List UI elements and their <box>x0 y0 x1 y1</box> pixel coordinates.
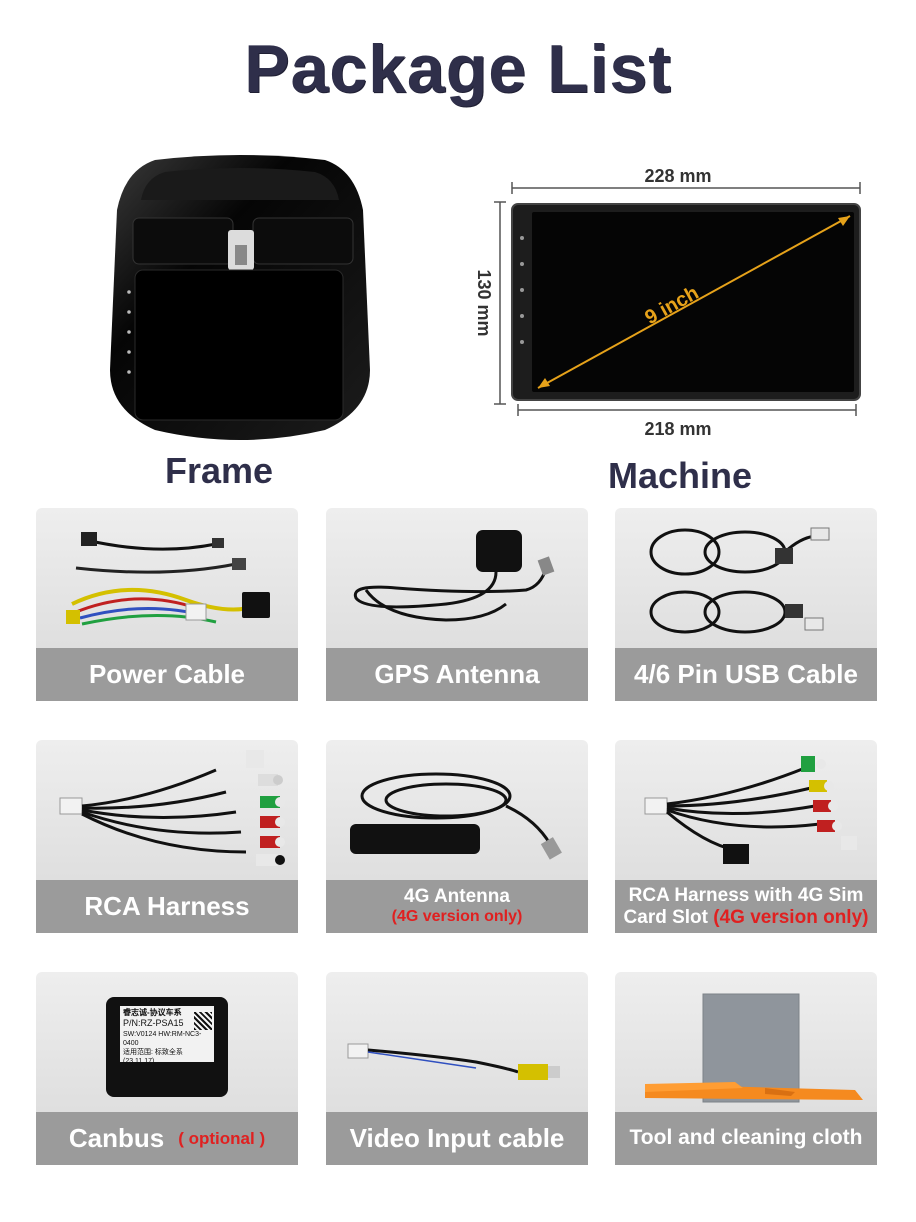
tool-cloth-image <box>645 993 863 1103</box>
canbus-line2: P/N:RZ-PSA15 <box>123 1018 184 1029</box>
item-label: Power Cable <box>88 658 246 689</box>
item-label: GPS Antenna <box>374 658 540 689</box>
video-input-cable-image <box>347 1043 560 1080</box>
item-label: Canbus <box>68 1122 165 1153</box>
canbus-line4: 适用范围: 标致全系 (23.11.17) <box>123 1049 183 1062</box>
height-dim: 130 mm <box>474 269 494 336</box>
item-note: ( optional ) <box>178 1128 266 1148</box>
item-card-video-input-cable: Video Input cable <box>326 972 588 1165</box>
page-title: Package List <box>244 31 672 107</box>
item-bar: RCA Harness with 4G Sim Card Slot (4G ve… <box>615 880 877 933</box>
canbus-line3: SW:V0124 HW:RM-NC3-0400 <box>123 1031 202 1048</box>
width-bottom-dim: 218 mm <box>644 419 711 439</box>
item-label: RCA Harness <box>84 890 250 921</box>
item-note: (4G version only) <box>391 908 523 926</box>
machine-label: Machine <box>608 455 753 496</box>
item-card-4g-antenna: 4G Antenna (4G version only) <box>326 740 588 933</box>
usb-cable-image <box>649 527 830 634</box>
item-card-usb-cable: 4/6 Pin USB Cable <box>615 508 877 701</box>
canbus-line1: 睿志诚-协议车系 <box>123 1008 182 1017</box>
rca-harness-4g-image <box>644 756 857 864</box>
item-bar: GPS Antenna <box>326 648 588 701</box>
item-bar: RCA Harness <box>36 880 298 933</box>
item-card-tool-cloth: Tool and cleaning cloth <box>615 972 877 1165</box>
item-label-line2: Card Slot <box>623 906 708 928</box>
item-label: Tool and cleaning cloth <box>629 1126 863 1150</box>
machine-image: 228 mm 130 mm 9 inch 218 mm <box>470 160 880 450</box>
power-cable-image <box>66 532 270 626</box>
item-bar: 4/6 Pin USB Cable <box>615 648 877 701</box>
item-bar: Tool and cleaning cloth <box>615 1112 877 1165</box>
item-bar: Video Input cable <box>326 1112 588 1165</box>
frame-label: Frame <box>165 450 274 491</box>
item-card-rca-harness: RCA Harness <box>36 740 298 933</box>
item-label: 4/6 Pin USB Cable <box>634 658 858 689</box>
item-note: (4G version only) <box>713 906 869 928</box>
item-card-rca-harness-4g: RCA Harness with 4G Sim Card Slot (4G ve… <box>615 740 877 933</box>
gps-antenna-image <box>353 530 555 622</box>
canbus-image: 睿志诚-协议车系 P/N:RZ-PSA15 SW:V0124 HW:RM-NC3… <box>36 972 298 1112</box>
item-card-gps-antenna: GPS Antenna <box>326 508 588 701</box>
item-label: Video Input cable <box>349 1122 565 1153</box>
rca-harness-image <box>59 750 285 866</box>
item-bar: Power Cable <box>36 648 298 701</box>
item-bar: 4G Antenna (4G version only) <box>326 880 588 933</box>
item-label-line1: RCA Harness with 4G Sim <box>628 884 864 906</box>
width-top-dim: 228 mm <box>644 166 711 186</box>
item-card-power-cable: Power Cable <box>36 508 298 701</box>
4g-antenna-image <box>350 772 562 860</box>
qr-code-icon <box>194 1012 212 1030</box>
item-label: 4G Antenna <box>404 886 510 908</box>
frame-image <box>95 150 385 450</box>
item-bar: Canbus ( optional ) <box>36 1112 298 1165</box>
item-card-canbus: 睿志诚-协议车系 P/N:RZ-PSA15 SW:V0124 HW:RM-NC3… <box>36 972 298 1165</box>
